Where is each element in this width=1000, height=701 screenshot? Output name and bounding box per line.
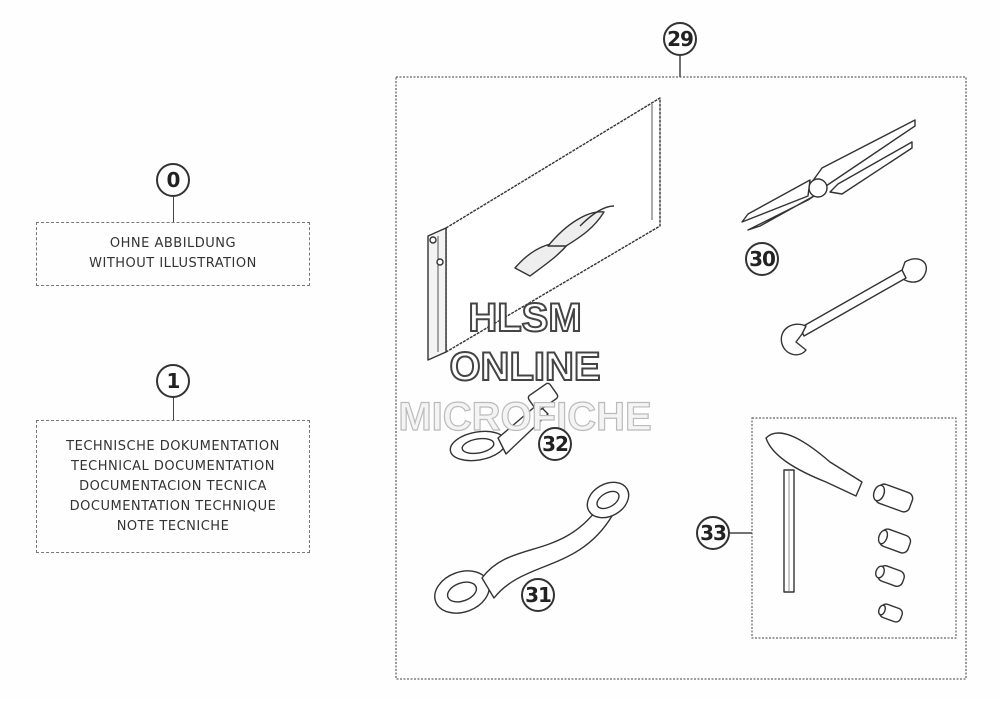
spark-plug-wrench-icon bbox=[449, 382, 559, 462]
documentation-line-1: TECHNISCHE DOKUMENTATION bbox=[66, 438, 280, 454]
watermark-line-1: HLSM bbox=[467, 295, 582, 341]
leader-line-0 bbox=[173, 197, 174, 223]
tool-bag-icon bbox=[427, 97, 661, 361]
leader-line-1 bbox=[173, 398, 174, 421]
combination-wrench-icon bbox=[780, 258, 927, 356]
documentation-line-3: DOCUMENTACION TECNICA bbox=[79, 478, 267, 494]
pliers-icon bbox=[741, 119, 916, 231]
no-illustration-line-2: WITHOUT ILLUSTRATION bbox=[89, 256, 257, 271]
callout-31: 31 bbox=[521, 578, 555, 612]
callout-33: 33 bbox=[696, 516, 730, 550]
callout-0: 0 bbox=[156, 163, 190, 197]
documentation-box: TECHNISCHE DOKUMENTATION TECHNICAL DOCUM… bbox=[36, 420, 310, 553]
tool-kit-frame bbox=[395, 76, 967, 680]
documentation-line-2: TECHNICAL DOCUMENTATION bbox=[71, 458, 275, 474]
sub-kit-frame bbox=[751, 417, 957, 639]
documentation-line-5: NOTE TECNICHE bbox=[116, 518, 230, 534]
watermark-line-2: ONLINE bbox=[448, 344, 601, 390]
no-illustration-line-1: OHNE ABBILDUNG bbox=[109, 236, 237, 251]
callout-1: 1 bbox=[156, 364, 190, 398]
ring-spanner-icon bbox=[434, 481, 630, 614]
socket-icon bbox=[872, 483, 914, 623]
callout-29: 29 bbox=[663, 22, 697, 56]
callout-32: 32 bbox=[538, 427, 572, 461]
callout-30: 30 bbox=[745, 242, 779, 276]
t-handle-wrench-icon bbox=[765, 432, 863, 593]
watermark-line-3: MICROFICHE bbox=[398, 394, 653, 439]
no-illustration-box: OHNE ABBILDUNG WITHOUT ILLUSTRATION bbox=[36, 222, 310, 286]
documentation-line-4: DOCUMENTATION TECHNIQUE bbox=[69, 498, 277, 514]
